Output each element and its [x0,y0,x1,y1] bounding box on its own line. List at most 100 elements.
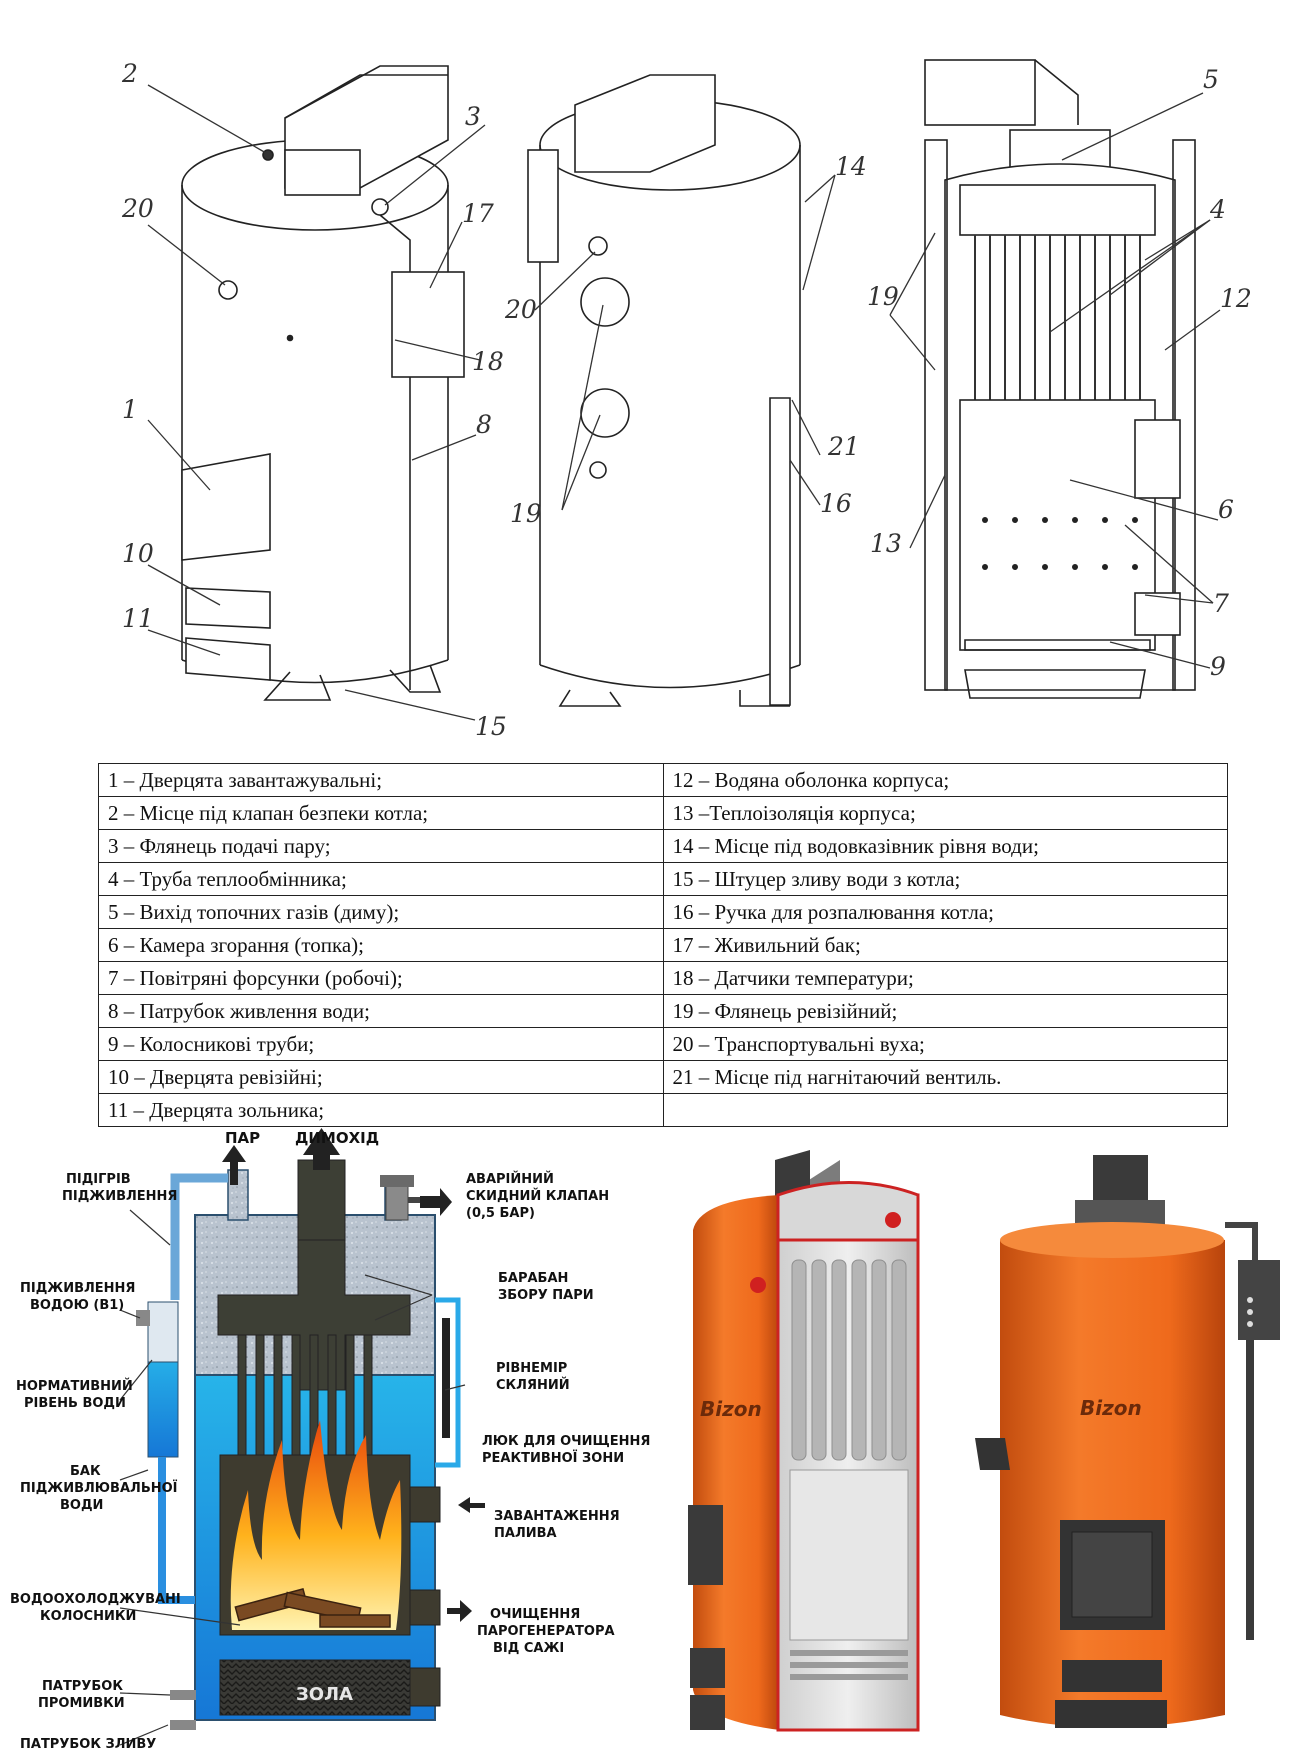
drawing-section-view [924,59,1196,699]
label-chimney: ДИМОХІД [295,1129,379,1147]
callout-9: 9 [1210,652,1226,681]
label-cleaning-1: ОЧИЩЕННЯ [490,1607,580,1622]
label-drum-1: БАРАБАН [498,1271,568,1286]
label-hatch-2: РЕАКТИВНОЇ ЗОНИ [482,1450,624,1466]
legend-cell: 20 – Транспортувальні вуха; [662,1027,1228,1061]
label-preheat-2: ПІДЖИВЛЕННЯ [62,1189,177,1204]
label-preheat-1: ПІДІГРІВ [66,1172,131,1187]
drawing-rear-view [527,74,801,707]
label-valve-3: (0,5 БАР) [466,1206,535,1221]
label-valve-1: АВАРІЙНИЙ [466,1171,554,1187]
label-cleaning-2: ПАРОГЕНЕРАТОРА [477,1624,615,1639]
callout-1: 1 [122,395,138,424]
callout-20-rear: 20 [504,295,537,324]
label-level-1: НОРМАТИВНИЙ [16,1378,133,1394]
callout-6: 6 [1218,495,1234,524]
legend-cell: 14 – Місце під водовказівник рівня води; [662,829,1228,863]
callout-21: 21 [827,432,860,461]
label-tank-2: ПІДЖИВЛЮВАЛЬНОЇ [20,1480,178,1496]
callout-16: 16 [820,489,852,518]
logo-cutaway: Bizon [700,1397,762,1421]
legend-cell: 7 – Повітряні форсунки (робочі); [98,961,664,995]
label-drain: ПАТРУБОК ЗЛИВУ [20,1737,156,1750]
callout-3: 3 [465,102,481,131]
drawing-front-view [181,65,465,701]
legend-cell: 9 – Колосникові труби; [98,1027,664,1061]
label-level-2: РІВЕНЬ ВОДИ [24,1396,126,1411]
legend-cell: 12 – Водяна оболонка корпуса; [662,763,1228,797]
callout-19-section: 19 [867,282,899,311]
table-row: 8 – Патрубок живлення води;19 – Флянець … [98,994,1228,1028]
label-valve-2: СКИДНИЙ КЛАПАН [466,1188,609,1204]
ash-label: ЗОЛА [296,1684,353,1705]
legend-cell: 11 – Дверцята зольника; [98,1093,664,1127]
table-row: 7 – Повітряні форсунки (робочі);18 – Дат… [98,961,1228,995]
leader-lines [147,84,1221,721]
callout-4: 4 [1209,195,1226,224]
label-grates-1: ВОДООХОЛОДЖУВАНІ [10,1592,181,1607]
callout-13: 13 [870,529,902,558]
callout-11: 11 [122,604,154,633]
callout-12: 12 [1220,284,1252,313]
label-steam: ПАР [225,1129,260,1147]
legend-cell: 18 – Датчики температури; [662,961,1228,995]
callout-5: 5 [1203,65,1219,94]
table-row: 2 – Місце під клапан безпеки котла;13 –Т… [98,796,1228,830]
callout-2: 2 [121,59,138,88]
callout-7: 7 [1213,589,1229,618]
callout-20-front: 20 [121,194,154,223]
table-row: 6 – Камера згорання (топка);17 – Живильн… [98,928,1228,962]
label-cleaning-3: ВІД САЖІ [493,1641,564,1656]
label-gauge-2: СКЛЯНИЙ [496,1377,570,1393]
callout-17: 17 [462,199,494,228]
table-row: 5 – Вихід топочних газів (диму);16 – Руч… [98,895,1228,929]
label-drum-2: ЗБОРУ ПАРИ [498,1288,594,1303]
legend-cell: 8 – Патрубок живлення води; [98,994,664,1028]
callout-10: 10 [122,539,154,568]
label-grates-2: КОЛОСНИКИ [40,1609,136,1624]
logo-render: Bizon [1080,1396,1142,1420]
table-row: 10 – Дверцята ревізійні;21 – Місце під н… [98,1060,1228,1094]
boiler-schematic: ЗОЛА [119,1128,485,1746]
legend-cell: 6 – Камера згорання (топка); [98,928,664,962]
callout-18: 18 [472,347,504,376]
boiler-full-render: Bizon [975,1155,1280,1728]
legend-cell: 4 – Труба теплообмінника; [98,862,664,896]
boiler-cutaway-render: Bizon [688,1150,920,1732]
label-loading-1: ЗАВАНТАЖЕННЯ [494,1509,620,1524]
label-hatch-1: ЛЮК ДЛЯ ОЧИЩЕННЯ [482,1434,650,1449]
table-row: 3 – Флянець подачі пару;14 – Місце під в… [98,829,1228,863]
legend-cell: 21 – Місце під нагнітаючий вентиль. [662,1060,1228,1094]
schematic-labels: ПАР ДИМОХІД ПІДІГРІВ ПІДЖИВЛЕННЯ ПІДЖИВЛ… [10,1129,650,1752]
label-feed-2: ВОДОЮ (В1) [30,1298,124,1313]
label-tank-1: БАК [70,1464,101,1479]
legend-cell: 13 –Теплоізоляція корпуса; [662,796,1228,830]
legend-cell [662,1093,1228,1127]
legend-cell: 16 – Ручка для розпалювання котла; [662,895,1228,929]
callout-15: 15 [475,712,507,741]
legend-cell: 3 – Флянець подачі пару; [98,829,664,863]
legend-cell: 5 – Вихід топочних газів (диму); [98,895,664,929]
label-loading-2: ПАЛИВА [494,1526,557,1541]
table-row: 4 – Труба теплообмінника;15 – Штуцер зли… [98,862,1228,896]
legend-cell: 10 – Дверцята ревізійні; [98,1060,664,1094]
legend-cell: 15 – Штуцер зливу води з котла; [662,862,1228,896]
label-flush-1: ПАТРУБОК [42,1679,123,1694]
legend-cell: 19 – Флянець ревізійний; [662,994,1228,1028]
callout-numbers: 1 2 3 4 5 6 7 8 9 10 11 12 13 14 15 16 1… [121,59,1252,741]
legend-table: 1 – Дверцята завантажувальні;12 – Водяна… [98,763,1228,1127]
callout-19-rear: 19 [510,499,542,528]
label-flush-2: ПРОМИВКИ [38,1696,125,1711]
label-feed-1: ПІДЖИВЛЕННЯ [20,1281,135,1296]
label-gauge-1: РІВНЕМІР [496,1361,567,1376]
table-row: 1 – Дверцята завантажувальні;12 – Водяна… [98,763,1228,797]
callout-8: 8 [476,410,492,439]
legend-cell: 1 – Дверцята завантажувальні; [98,763,664,797]
label-tank-3: ВОДИ [60,1498,103,1513]
callout-14: 14 [835,152,867,181]
table-row: 9 – Колосникові труби;20 – Транспортувал… [98,1027,1228,1061]
legend-cell: 2 – Місце під клапан безпеки котла; [98,796,664,830]
table-row: 11 – Дверцята зольника; [98,1093,1228,1127]
legend-cell: 17 – Живильний бак; [662,928,1228,962]
